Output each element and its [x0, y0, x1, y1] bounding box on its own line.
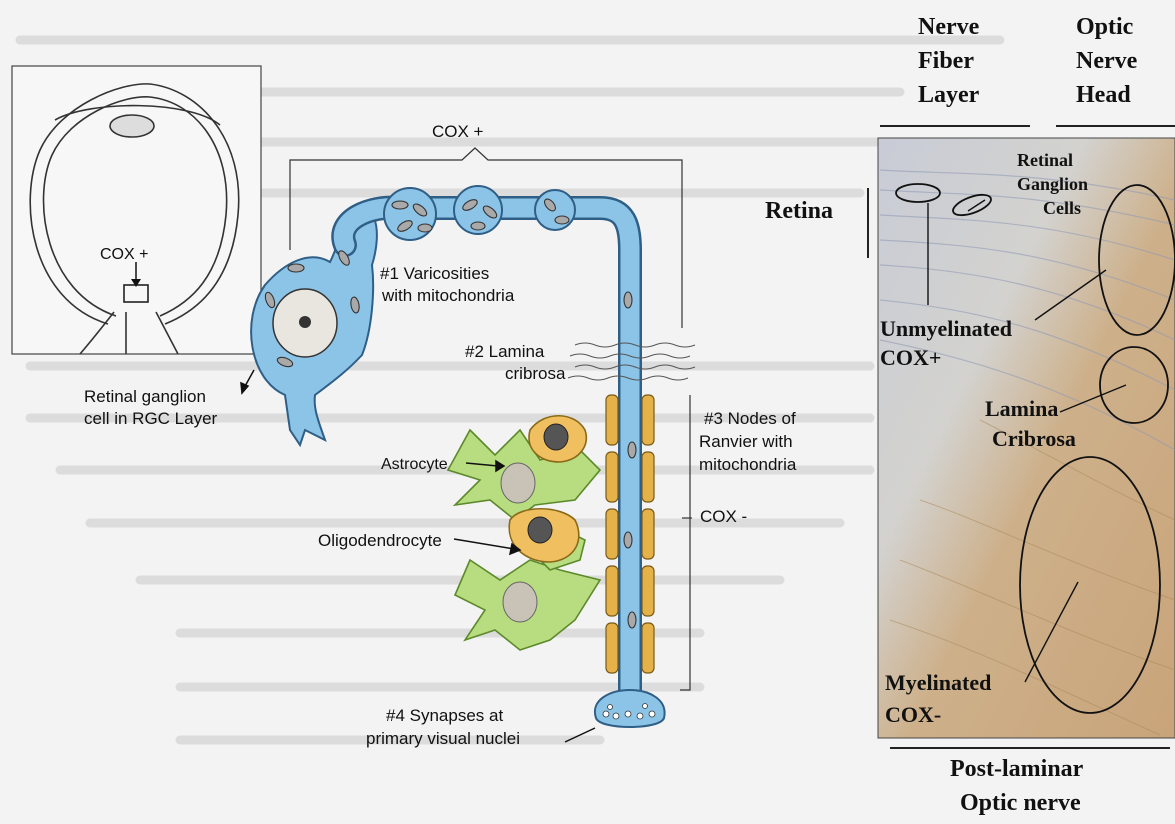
nodes-label-1: #3 Nodes of — [704, 409, 796, 429]
header-nerve-fiber-layer-2: Fiber — [918, 48, 974, 75]
unmyelinated-label-1: Unmyelinated — [880, 316, 1012, 342]
astrocyte-label: Astrocyte — [381, 455, 448, 475]
retina-label: Retina — [765, 198, 833, 225]
lamina-label-2: Cribrosa — [992, 426, 1076, 452]
oligodendrocyte-label: Oligodendrocyte — [318, 531, 442, 551]
rgc-label-2: Ganglion — [1017, 174, 1088, 195]
eye-inset-frame — [12, 66, 261, 354]
synapses-label-1: #4 Synapses at — [386, 706, 503, 726]
rgc-label-1: Retinal — [1017, 150, 1073, 171]
cox-minus-label: COX - — [700, 507, 747, 527]
rgc-label-3: Cells — [1043, 198, 1081, 219]
header-optic-nerve-head-2: Nerve — [1076, 48, 1137, 75]
lamina-label-1: #2 Lamina — [465, 342, 544, 362]
lamina-label-1: Lamina — [985, 396, 1058, 422]
myelinated-label-1: Myelinated — [885, 670, 991, 696]
footer-label-1: Post-laminar — [950, 756, 1083, 783]
nodes-label-3: mitochondria — [699, 455, 796, 475]
nodes-label-2: Ranvier with — [699, 432, 793, 452]
eye-cox-plus-label: COX + — [100, 245, 148, 265]
header-optic-nerve-head-3: Head — [1076, 82, 1131, 109]
rgc-label-1: Retinal ganglion — [84, 387, 206, 407]
header-optic-nerve-head-1: Optic — [1076, 14, 1133, 41]
header-nerve-fiber-layer-1: Nerve — [918, 14, 979, 41]
synapse-bulb — [595, 690, 665, 727]
synapses-label-2: primary visual nuclei — [366, 729, 520, 749]
lamina-label-2: cribrosa — [505, 364, 565, 384]
varicosities-label-1: #1 Varicosities — [380, 264, 489, 284]
rgc-label-2: cell in RGC Layer — [84, 409, 217, 429]
cox-plus-top-label: COX + — [432, 122, 484, 142]
unmyelinated-label-2: COX+ — [880, 345, 941, 371]
varicosities-label-2: with mitochondria — [382, 286, 514, 306]
myelinated-label-2: COX- — [885, 702, 941, 728]
footer-label-2: Optic nerve — [960, 790, 1081, 817]
varicosities — [384, 186, 575, 240]
header-nerve-fiber-layer-3: Layer — [918, 82, 979, 109]
